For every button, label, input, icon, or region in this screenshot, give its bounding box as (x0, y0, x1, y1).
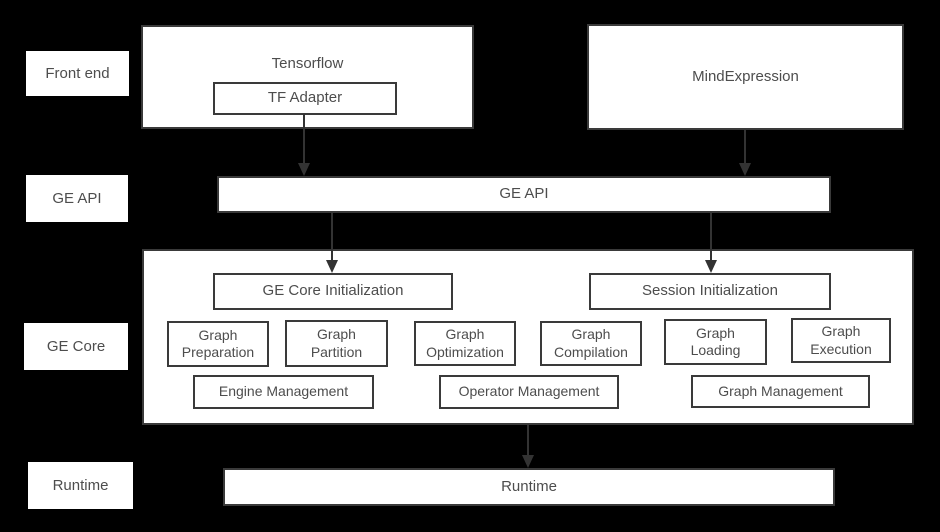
runtime-bar: Runtime (223, 468, 835, 506)
graph-loading-box: Graph Loading (664, 319, 767, 365)
row-label-ge-core: GE Core (24, 323, 128, 370)
graph-optimization-label: Graph Optimization (426, 326, 504, 360)
arrow-mindexpression-to-ge-api (739, 130, 751, 176)
graph-compilation-box: Graph Compilation (540, 321, 642, 366)
arrow-ge-api-to-session-initialization (705, 213, 717, 273)
runtime-bar-label: Runtime (501, 477, 557, 495)
ge-core-initialization-label: GE Core Initialization (262, 282, 404, 300)
arrow-down-icon (298, 163, 310, 176)
graph-partition-box: Graph Partition (285, 320, 388, 367)
operator-management-label: Operator Management (458, 383, 600, 400)
mindexpression-label: MindExpression (692, 67, 799, 85)
mindexpression-box: MindExpression (587, 24, 904, 130)
arrow-down-icon (739, 163, 751, 176)
ge-api-bar: GE API (217, 176, 831, 213)
tf-adapter-label: TF Adapter (267, 89, 343, 107)
engine-management-box: Engine Management (193, 375, 374, 409)
graph-preparation-box: Graph Preparation (167, 321, 269, 367)
operator-management-box: Operator Management (439, 375, 619, 409)
graph-preparation-label: Graph Preparation (181, 326, 255, 361)
arrow-down-icon (522, 455, 534, 468)
arrow-shaft (527, 425, 529, 458)
tensorflow-box: Tensorflow TF Adapter (141, 25, 474, 129)
graph-management-box: Graph Management (691, 375, 870, 408)
graph-execution-box: Graph Execution (791, 318, 891, 363)
row-label-ge-api: GE API (26, 175, 128, 222)
tf-adapter-box: TF Adapter (213, 82, 397, 115)
ge-api-bar-label: GE API (499, 185, 549, 203)
arrow-ge-core-to-runtime (522, 425, 534, 468)
graph-partition-label: Graph Partition (310, 326, 363, 360)
arrow-down-icon (326, 260, 338, 273)
graph-optimization-box: Graph Optimization (414, 321, 516, 366)
arrow-shaft (331, 213, 333, 263)
arrow-shaft (710, 213, 712, 263)
session-initialization-box: Session Initialization (589, 273, 831, 310)
arrow-down-icon (705, 260, 717, 273)
arrow-shaft (303, 114, 305, 166)
engine-management-label: Engine Management (218, 383, 349, 400)
tensorflow-label: Tensorflow (271, 55, 344, 72)
row-label-front-end: Front end (26, 51, 129, 96)
graph-execution-label: Graph Execution (810, 323, 872, 357)
row-label-runtime: Runtime (28, 462, 133, 509)
arrow-tf-adapter-to-ge-api (298, 114, 310, 176)
graph-compilation-label: Graph Compilation (554, 326, 628, 360)
session-initialization-label: Session Initialization (642, 282, 778, 300)
graph-management-label: Graph Management (718, 382, 843, 399)
arrow-ge-api-to-ge-core-initialization (326, 213, 338, 273)
graph-loading-label: Graph Loading (690, 324, 741, 359)
ge-core-box: GE Core Initialization Session Initializ… (142, 249, 914, 425)
arrow-shaft (744, 130, 746, 166)
ge-core-initialization-box: GE Core Initialization (213, 273, 453, 310)
